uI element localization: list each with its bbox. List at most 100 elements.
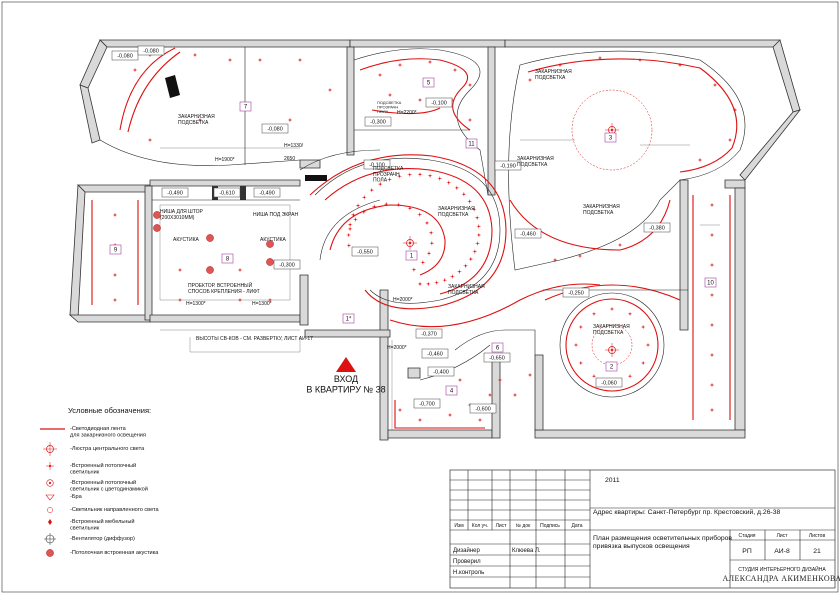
- level-box: -0,190: [494, 160, 522, 171]
- level-box: -0,600: [469, 403, 497, 414]
- ceiling-light-icon: [434, 280, 439, 285]
- ceiling-light-icon: [347, 226, 353, 231]
- ceiling-light-icon: [467, 199, 472, 204]
- ceiling-light-icon: [646, 343, 650, 347]
- level-value: -0,650: [489, 356, 505, 362]
- room-number: 6: [491, 342, 504, 353]
- ceiling-light-icon: [327, 87, 333, 93]
- ceiling-light-icon: [709, 262, 715, 268]
- level-box: -0,490: [253, 187, 281, 198]
- speaker-icon: [153, 224, 161, 232]
- tb-stage-label: Стадия: [738, 533, 755, 539]
- level-value: -0,300: [370, 120, 386, 126]
- level-box: -0,460: [514, 228, 542, 239]
- ceiling-light-icon: [727, 137, 733, 143]
- level-value: -0,700: [419, 402, 435, 408]
- level-box: -0,100: [425, 97, 453, 108]
- ceiling-light-icon: [177, 267, 183, 273]
- ceiling-light-icon: [356, 203, 361, 208]
- title-block: 2011 Адрес квартиры: Санкт-Петербург пр.…: [449, 469, 840, 589]
- tb-role: Дизайнер: [453, 547, 481, 554]
- tb-stage: РП: [742, 548, 752, 555]
- room-number: 5: [422, 77, 435, 88]
- speaker-icon: [266, 240, 274, 248]
- fan-icon: [44, 533, 56, 545]
- ceiling-light-icon: [428, 173, 433, 178]
- level-value: -0,460: [520, 232, 536, 238]
- legend-title: Условные обозначения:: [68, 406, 151, 415]
- level-value: -0,060: [601, 381, 617, 387]
- speaker-icon: [46, 549, 54, 557]
- tb-header: Дата: [571, 523, 582, 529]
- room-label: 5: [427, 81, 431, 87]
- level-box: -0,370: [415, 328, 443, 339]
- tb-year: 2011: [605, 477, 620, 484]
- ceiling-light-icon: [463, 263, 468, 268]
- tb-role: Н.контроль: [453, 570, 484, 576]
- speaker-icon: [206, 266, 214, 274]
- ceiling-light-icon: [641, 325, 646, 329]
- ceiling-light-icon: [577, 253, 583, 259]
- level-value: -0,600: [475, 407, 491, 413]
- ceiling-light-icon: [468, 256, 473, 262]
- legend-item-label: -Светильник направленного света: [70, 507, 159, 513]
- tb-studio-small: СТУДИЯ ИНТЕРЬЕРНОГО ДИЗАЙНА: [738, 565, 826, 573]
- legend-item: -Люстра центрального света: [43, 442, 145, 456]
- ceiling-light-icon: [147, 137, 153, 143]
- tb-header: Кол уч.: [472, 523, 488, 529]
- room-label: 11: [468, 142, 475, 148]
- ceiling-light-icon: [574, 343, 578, 347]
- ceiling-light-icon: [578, 361, 583, 365]
- legend-item-label: -Бра: [70, 494, 83, 500]
- note-akustika-1: АКУСТИКА: [173, 237, 199, 243]
- ceiling-light-icon: [426, 251, 432, 256]
- ceiling-light-icon: [592, 374, 596, 379]
- tb-header: Подпись: [540, 523, 560, 529]
- room-label: 8: [226, 257, 230, 263]
- level-value: -0,080: [267, 127, 283, 133]
- ceiling-light-icon: [472, 207, 477, 212]
- legend-item: -Светильник направленного света: [47, 507, 159, 513]
- level-value: -0,080: [117, 54, 133, 60]
- walls: [68, 39, 802, 441]
- color-light-icon: [46, 479, 54, 487]
- ceiling-light-icon: [709, 382, 715, 388]
- room-label: 1: [410, 254, 414, 260]
- room-number: 11: [465, 138, 478, 149]
- tb-header: Лист: [496, 523, 508, 529]
- speaker-icon: [153, 211, 161, 219]
- tb-header: № док: [516, 523, 531, 529]
- ceiling-light-icon: [512, 392, 518, 398]
- note-h1900: H=1900*: [215, 157, 235, 163]
- note-h2000b: H=2000*: [387, 345, 407, 351]
- ceiling-light-icon: [437, 176, 442, 181]
- note-h1300a: H=1300*: [186, 301, 206, 307]
- ceiling-light-icon: [417, 212, 422, 217]
- level-box: -0,650: [483, 352, 511, 363]
- level-value: -0,490: [167, 191, 183, 197]
- ceiling-light-icon: [446, 180, 451, 185]
- ceiling-light-icon: [407, 172, 412, 177]
- ceiling-light-icon: [427, 59, 433, 65]
- chandelier-icon: [403, 236, 417, 250]
- ceiling-light-icon: [362, 195, 367, 200]
- ceiling-light-icon: [487, 392, 493, 398]
- ceiling-light-icon: [397, 407, 403, 413]
- ceiling-light-icon: [237, 267, 243, 273]
- note-h2000a: H=2000*: [393, 297, 413, 303]
- chandelier-icon: [605, 343, 619, 357]
- ceiling-light-icon: [552, 257, 558, 263]
- ceiling-light-icon: [467, 117, 473, 123]
- ceiling-light-icon: [387, 92, 393, 98]
- ceiling-light-icon: [112, 212, 118, 218]
